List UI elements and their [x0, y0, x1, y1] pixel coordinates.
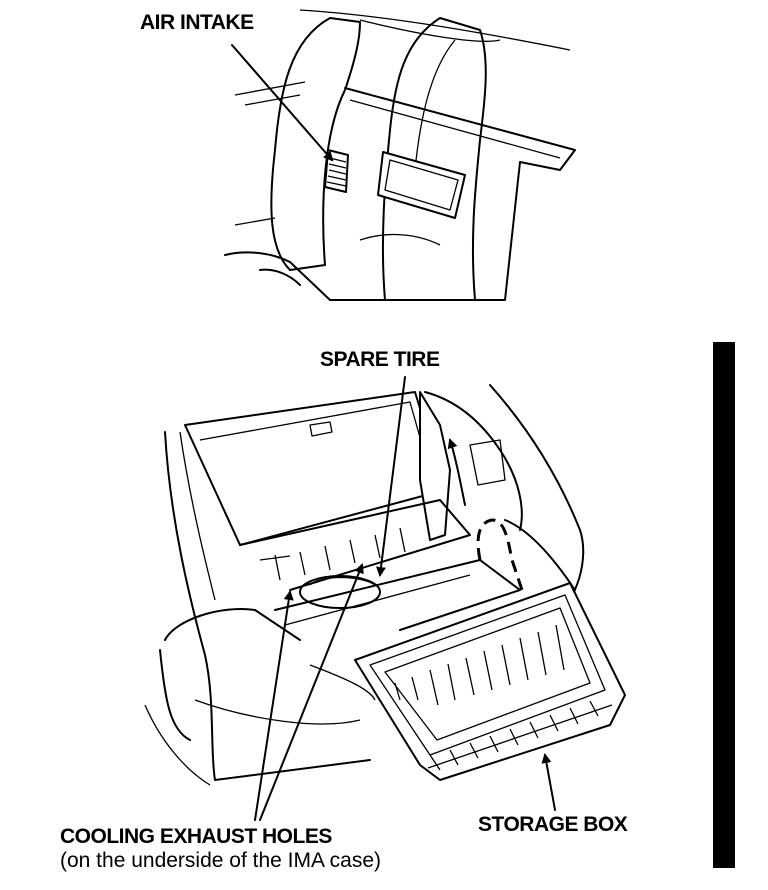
- storage-box-ribs: [394, 624, 565, 706]
- spare-tire-rim: [309, 576, 376, 586]
- cooling-exhaust-holes-label: COOLING EXHAUST HOLES: [60, 825, 332, 848]
- bulkhead-top-edge: [349, 99, 561, 159]
- ima-lid-handle: [377, 151, 466, 219]
- spare-tire-arrow: [376, 376, 406, 577]
- storage-box-label: STORAGE BOX: [478, 813, 628, 836]
- ima-lid-inner: [384, 159, 459, 211]
- bumper-left: [159, 649, 191, 741]
- trunk-floor-back: [239, 499, 471, 591]
- spare-tire-well: [299, 575, 381, 609]
- body-left-edge: [164, 431, 371, 781]
- grille-slats: [326, 157, 347, 187]
- bumper-bottom: [144, 704, 211, 786]
- lift-arrow: [447, 438, 466, 506]
- console-left: [224, 251, 331, 301]
- left-tail-light: [164, 608, 301, 641]
- seat-seam: [414, 39, 456, 171]
- ima-case-edge: [284, 574, 471, 626]
- trunk-lid-latch: [309, 421, 333, 437]
- storage-box-inner-rim: [369, 594, 606, 756]
- trunk-right-wall: [424, 391, 523, 531]
- seat-illustration: [224, 9, 576, 301]
- cooling-exhaust-holes-note: (on the underside of the IMA case): [60, 849, 382, 872]
- storage-box-side-ribs: [429, 700, 599, 771]
- storage-box-floor: [384, 607, 591, 741]
- right-seat-back: [381, 17, 487, 301]
- storage-box-arrow: [541, 753, 556, 811]
- body-left-inner: [179, 431, 216, 601]
- trunk-illustration: [144, 384, 626, 786]
- cushion-line: [359, 233, 441, 246]
- storage-box-bottom-edge: [427, 704, 613, 769]
- floor-line: [234, 217, 276, 226]
- air-intake-arrow: [231, 44, 334, 162]
- left-seat-back: [270, 17, 361, 271]
- console-step: [259, 268, 301, 286]
- cooling-exhaust-arrow-1: [254, 590, 294, 821]
- bumper-crease: [194, 699, 361, 725]
- section-tab-marker: [713, 342, 735, 868]
- air-intake-label: AIR INTAKE: [140, 11, 254, 34]
- trunk-lid: [184, 391, 446, 546]
- right-wall-recess: [469, 439, 506, 486]
- spare-tire-label: SPARE TIRE: [320, 348, 440, 371]
- roof-line: [299, 9, 571, 51]
- removal-dashed-path: [476, 518, 524, 591]
- window-line-2: [244, 94, 301, 106]
- cooling-exhaust-arrow-2: [259, 563, 364, 821]
- roof-line-2: [359, 19, 501, 42]
- trunk-floor-ribs: [259, 527, 406, 581]
- spare-tire-cover: [419, 391, 451, 541]
- ima-case-top: [274, 559, 521, 631]
- body-right-edge: [489, 384, 585, 611]
